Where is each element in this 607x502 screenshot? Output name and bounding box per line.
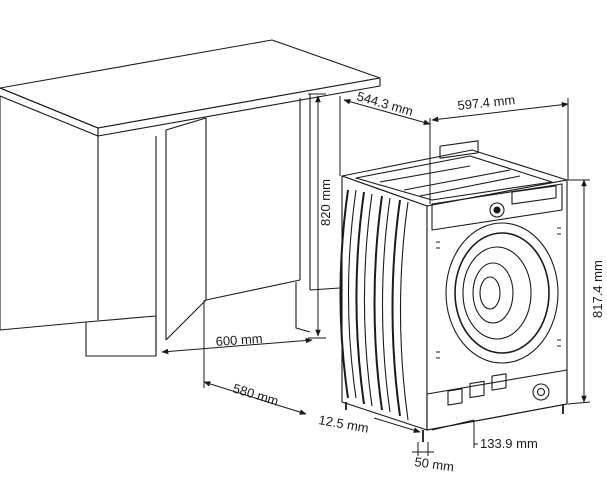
door-ring	[454, 232, 550, 354]
kitchen-cabinet	[0, 39, 381, 357]
dim-machine-depth: 544.3 mm	[355, 88, 415, 118]
display-window	[439, 140, 479, 159]
dim-door-offset: 12.5 mm	[317, 412, 369, 436]
filter-cap[interactable]	[532, 383, 550, 401]
door-outer[interactable]	[445, 222, 559, 364]
dimension-lines	[161, 93, 591, 456]
dim-machine-height: 817.4 mm	[590, 260, 605, 318]
machine-plinth	[426, 369, 568, 431]
door-glass	[462, 246, 532, 340]
dim-niche-height: 820 mm	[318, 179, 333, 226]
dim-plinth-width: 133.9 mm	[480, 436, 538, 451]
dim-niche-depth: 580 mm	[231, 381, 280, 409]
dim-bottom-offset: 50 mm	[414, 454, 455, 474]
dim-niche-width: 600 mm	[215, 331, 263, 349]
washing-machine	[339, 140, 568, 442]
dim-machine-width: 597.4 mm	[457, 92, 516, 113]
